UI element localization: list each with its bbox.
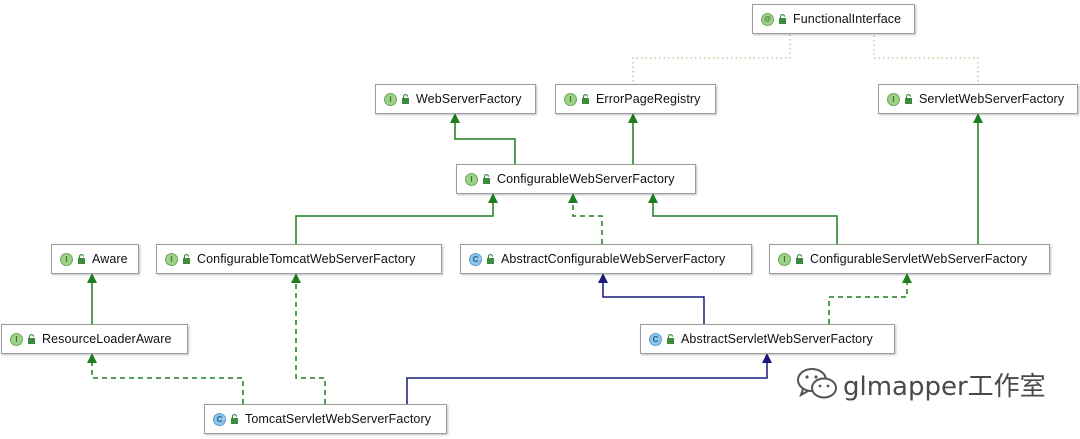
lock-icon — [487, 254, 494, 264]
edge-annotation-errorpage — [632, 34, 791, 86]
node-configurable-servlet-web-server-factory[interactable]: I ConfigurableServletWebServerFactory — [769, 244, 1050, 274]
node-label: AbstractConfigurableWebServerFactory — [501, 252, 726, 266]
lock-icon — [667, 334, 674, 344]
node-label: FunctionalInterface — [793, 12, 902, 26]
edge-annotation-servletfactory — [873, 34, 979, 86]
node-tomcat-servlet-web-server-factory[interactable]: C TomcatServletWebServerFactory — [204, 404, 447, 434]
annotation-icon: @ — [761, 12, 774, 26]
class-icon: C — [213, 412, 226, 426]
interface-icon: I — [384, 92, 397, 106]
lock-icon — [483, 174, 490, 184]
node-resource-loader-aware[interactable]: I ResourceLoaderAware — [1, 324, 188, 354]
node-abstract-configurable-web-server-factory[interactable]: C AbstractConfigurableWebServerFactory — [460, 244, 752, 274]
node-web-server-factory[interactable]: I WebServerFactory — [375, 84, 536, 114]
node-configurable-web-server-factory[interactable]: I ConfigurableWebServerFactory — [456, 164, 696, 194]
node-label: WebServerFactory — [416, 92, 522, 106]
node-configurable-tomcat-web-server-factory[interactable]: I ConfigurableTomcatWebServerFactory — [156, 244, 442, 274]
lock-icon — [796, 254, 803, 264]
edge-tswsf-to-ctwsf — [291, 273, 326, 404]
node-label: ErrorPageRegistry — [596, 92, 701, 106]
interface-icon: I — [10, 332, 23, 346]
edge-tswsf-to-aswsf — [406, 353, 772, 404]
interface-icon: I — [60, 252, 73, 266]
wechat-icon — [797, 368, 837, 399]
watermark: glmapper工作室 — [795, 364, 1046, 404]
node-label: ResourceLoaderAware — [42, 332, 172, 346]
node-label: ServletWebServerFactory — [919, 92, 1065, 106]
edge-cswsf-to-cwsf — [648, 193, 838, 244]
class-icon: C — [649, 332, 662, 346]
edge-aswsf-to-cswsf — [828, 273, 912, 324]
edge-ctwsf-to-cwsf — [295, 193, 498, 244]
lock-icon — [779, 14, 786, 24]
node-error-page-registry[interactable]: I ErrorPageRegistry — [555, 84, 716, 114]
interface-icon: I — [564, 92, 577, 106]
node-label: ConfigurableServletWebServerFactory — [810, 252, 1028, 266]
node-abstract-servlet-web-server-factory[interactable]: C AbstractServletWebServerFactory — [640, 324, 895, 354]
node-label: TomcatServletWebServerFactory — [245, 412, 432, 426]
node-label: ConfigurableWebServerFactory — [497, 172, 675, 186]
lock-icon — [78, 254, 85, 264]
node-label: AbstractServletWebServerFactory — [681, 332, 873, 346]
edge-cwsf-to-wsf — [450, 113, 516, 164]
lock-icon — [183, 254, 190, 264]
interface-icon: I — [778, 252, 791, 266]
node-aware[interactable]: I Aware — [51, 244, 139, 274]
lock-icon — [582, 94, 589, 104]
interface-icon: I — [465, 172, 478, 186]
lock-icon — [905, 94, 912, 104]
edge-aswsf-to-acwsf — [598, 273, 705, 324]
lock-icon — [231, 414, 238, 424]
lock-icon — [28, 334, 35, 344]
node-functional-interface[interactable]: @ FunctionalInterface — [752, 4, 915, 34]
node-servlet-web-server-factory[interactable]: I ServletWebServerFactory — [878, 84, 1078, 114]
interface-icon: I — [887, 92, 900, 106]
edge-acwsf-to-cwsf — [568, 193, 603, 244]
class-icon: C — [469, 252, 482, 266]
lock-icon — [402, 94, 409, 104]
watermark-text: glmapper工作室 — [843, 371, 1046, 402]
node-label: Aware — [92, 252, 128, 266]
edge-tswsf-to-rla — [87, 353, 244, 404]
interface-icon: I — [165, 252, 178, 266]
node-label: ConfigurableTomcatWebServerFactory — [197, 252, 416, 266]
